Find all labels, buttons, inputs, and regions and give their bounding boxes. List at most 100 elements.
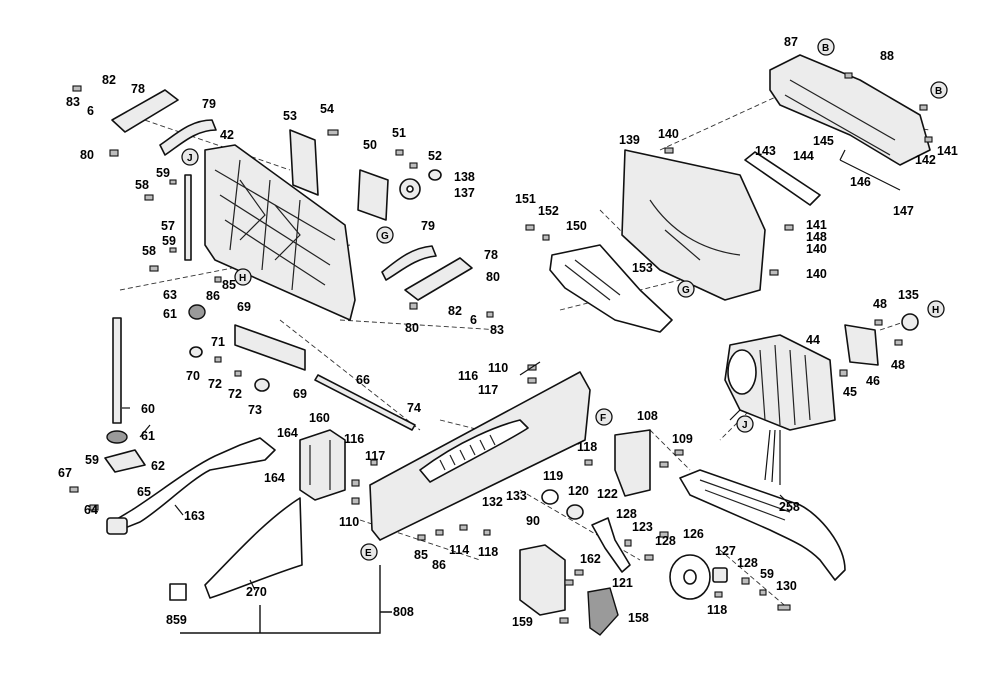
motor-part (724, 334, 836, 485)
part-number-label: 69 (237, 300, 251, 314)
part-number-label: 116 (344, 432, 364, 446)
part-number-label: 58 (142, 244, 156, 258)
part-number-label: 74 (407, 401, 421, 415)
part-number-label: 153 (632, 261, 653, 275)
bracket-part (519, 544, 566, 616)
part-number-label: 110 (488, 361, 508, 375)
pulley-hub-part (406, 185, 414, 193)
part-number-label: 163 (184, 509, 205, 523)
part-number-label: 108 (637, 409, 658, 423)
part-number-label: 143 (755, 144, 776, 158)
part-number-labels: 87 88 83 6 82 78 79 80 42 53 54 50 51 52… (58, 35, 958, 629)
part-number-label: 80 (80, 148, 94, 162)
gear-part (188, 304, 206, 320)
reference-circle (736, 415, 754, 433)
insert-plate-part (204, 497, 303, 599)
part-number-label: 150 (566, 219, 587, 233)
part-number-label: 78 (484, 248, 498, 262)
plug-part (106, 517, 128, 535)
part-number-label: 85 (414, 548, 428, 562)
reference-letter: J (187, 153, 193, 164)
part-number-label: 86 (206, 289, 220, 303)
part-number-label: 80 (486, 270, 500, 284)
part-number-label: 72 (208, 377, 222, 391)
part-number-label: 44 (806, 333, 820, 347)
reference-letter: J (742, 420, 748, 431)
part-number-label: 79 (202, 97, 216, 111)
part-number-label: 83 (66, 95, 80, 109)
part-number-label: 123 (632, 520, 653, 534)
part-number-label: 135 (898, 288, 919, 302)
junction-box-part (299, 429, 346, 501)
part-number-label: 119 (543, 469, 563, 483)
part-number-label: 152 (538, 204, 559, 218)
part-number-label: 118 (707, 603, 727, 617)
part-number-label: 69 (293, 387, 307, 401)
part-number-label: 133 (506, 489, 527, 503)
part-number-label: 63 (163, 288, 177, 302)
table-plate-part (369, 371, 591, 541)
part-number-label: 61 (141, 429, 155, 443)
bracket-part (844, 324, 879, 366)
reference-letter: E (365, 548, 372, 559)
handle-part (111, 437, 276, 531)
handwheel-hub-part (683, 569, 697, 585)
part-number-label: 117 (365, 449, 385, 463)
part-number-label: 54 (320, 102, 334, 116)
reference-circle (930, 81, 948, 99)
part-number-label: 122 (597, 487, 618, 501)
label-part (169, 583, 187, 601)
part-number-label: 142 (915, 153, 936, 167)
part-number-label: 59 (85, 453, 99, 467)
part-number-label: 128 (616, 507, 637, 521)
bracket-part (614, 429, 651, 497)
part-number-label: 158 (628, 611, 649, 625)
part-number-label: 141 (806, 218, 827, 232)
part-number-label: 159 (512, 615, 533, 629)
part-number-label: 126 (683, 527, 704, 541)
bracket-part (357, 169, 389, 221)
part-number-label: 258 (779, 500, 800, 514)
reference-markers: B B J G H G J F E H (181, 38, 948, 561)
part-number-label: 137 (454, 186, 475, 200)
part-number-label: 59 (162, 234, 176, 248)
part-number-label: 146 (850, 175, 871, 189)
part-number-label: 6 (87, 104, 94, 118)
switch-part (587, 587, 619, 636)
bracket-part (111, 89, 179, 133)
part-number-label: 61 (163, 307, 177, 321)
guard-housing-part (621, 149, 766, 301)
part-number-label: 144 (793, 149, 814, 163)
bushing-part (254, 378, 270, 392)
reference-circle (817, 38, 835, 56)
part-number-label: 64 (84, 503, 98, 517)
washer-part (428, 169, 442, 181)
part-number-label: 46 (866, 374, 880, 388)
bracket-part (289, 129, 319, 196)
part-number-label: 70 (186, 369, 200, 383)
part-number-label: 164 (264, 471, 285, 485)
reference-circle (376, 226, 394, 244)
reference-circle (595, 408, 613, 426)
part-number-label: 50 (363, 138, 377, 152)
rail-handle-part (679, 469, 846, 581)
part-number-label: 110 (339, 515, 359, 529)
part-number-label: 121 (612, 576, 633, 590)
part-number-label: 164 (277, 426, 298, 440)
part-number-label: 73 (248, 403, 262, 417)
reference-circle (677, 280, 695, 298)
rod-part (112, 317, 122, 424)
nut-part (106, 430, 128, 444)
base-frame-part (204, 144, 356, 321)
part-number-label: 6 (470, 313, 477, 327)
part-number-label: 80 (405, 321, 419, 335)
part-number-label: 62 (151, 459, 165, 473)
part-number-label: 140 (806, 242, 827, 256)
part-number-label: 65 (137, 485, 151, 499)
part-number-label: 118 (577, 440, 597, 454)
part-number-label: 808 (393, 605, 414, 619)
part-number-label: 128 (737, 556, 758, 570)
reference-letter: G (381, 231, 389, 242)
part-number-label: 90 (526, 514, 540, 528)
